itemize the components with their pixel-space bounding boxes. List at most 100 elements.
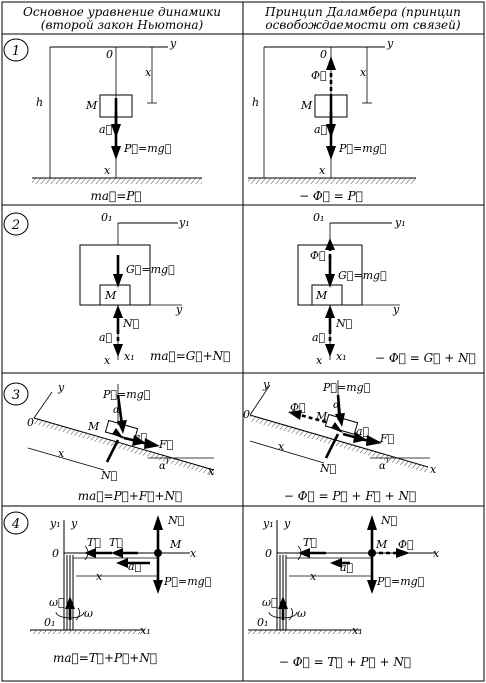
r2r-equation: − Φ⃗ = G⃗ + N⃗: [375, 351, 476, 365]
r2l-label-origin: 0₁: [101, 211, 112, 224]
r1l-label-x-distance: x: [145, 66, 152, 79]
row-number-3: 3: [12, 388, 20, 403]
r2r-label-M: M: [315, 289, 328, 302]
r2l-label-x: x: [104, 354, 111, 367]
row-number-circle-3: [3, 382, 29, 406]
diagram-3-left: [27, 384, 215, 476]
r4l-label-N: N⃗: [167, 514, 184, 527]
r3l-label-a: a⃗: [134, 431, 147, 444]
row-number-1: 1: [12, 44, 20, 59]
r4r-label-Phi: Φ⃗: [398, 538, 414, 551]
r4r-label-y1: y₁: [262, 517, 274, 530]
r3l-label-F: F⃗: [158, 438, 173, 451]
r3r-label-M: M: [315, 410, 328, 423]
row-number-circle-1: [3, 38, 29, 62]
r1l-label-y: y: [169, 37, 177, 50]
r4r-label-x1: x₁: [352, 624, 363, 637]
diagram-2-right: [297, 222, 400, 360]
r2r-label-a: a⃗: [312, 331, 325, 344]
r3l-label-alpha: α: [113, 405, 120, 416]
r3r-label-Phi: Φ⃗: [290, 401, 306, 414]
r4l-label-omega-vec: ω⃗: [49, 596, 65, 609]
r3r-label-x-axis: x: [430, 463, 437, 476]
header-right-line1: Принцип Даламбера (принцип: [264, 5, 461, 19]
r4r-label-T: T⃗: [303, 536, 317, 549]
r4r-label-x-distance: x: [310, 570, 317, 583]
r2l-label-x1: x₁: [124, 350, 135, 363]
r1r-label-M: M: [300, 99, 313, 112]
r2l-label-M: M: [104, 289, 117, 302]
r4l-label-origin: 0: [52, 547, 59, 560]
r1r-label-x-distance: x: [360, 66, 367, 79]
r4r-label-y: y: [283, 517, 291, 530]
r4l-label-a: a⃗: [128, 560, 141, 573]
r3l-equation: ma⃗=P⃗+F⃗+N⃗: [78, 489, 182, 503]
r3r-label-y: y: [262, 378, 270, 391]
r3r-label-x-distance: x: [278, 440, 285, 453]
r2l-label-N: N⃗: [122, 317, 139, 330]
r1l-label-a: a⃗: [99, 123, 112, 136]
r4l-label-x-distance: x: [96, 570, 103, 583]
row-number-circle-4: [3, 511, 29, 535]
r4l-label-y: y: [70, 517, 78, 530]
r3r-label-N: N⃗: [319, 462, 336, 475]
r3r-label-a: a⃗: [356, 425, 369, 438]
r4r-label-P: P⃗=mg⃗: [376, 575, 424, 588]
r2r-label-origin: 0₁: [313, 211, 324, 224]
r4r-label-O1: 0₁: [257, 616, 268, 629]
r4r-label-omega-vec: ω⃗: [262, 596, 278, 609]
r3r-label-origin: 0: [243, 408, 250, 421]
r3l-label-P: P⃗=mg⃗: [102, 388, 150, 401]
r3l-label-N: N⃗: [100, 469, 117, 482]
r1l-label-P: P⃗=mg⃗: [123, 142, 171, 155]
r1l-label-x-axis: x: [104, 164, 111, 177]
diagram-3-right: [249, 380, 430, 473]
row-number-circle-2: [3, 212, 29, 236]
r1r-equation: − Φ⃗ = P⃗: [299, 189, 363, 203]
r3r-label-F: F⃗: [379, 432, 394, 445]
r4l-equation: ma⃗=T⃗+P⃗+N⃗: [53, 651, 157, 665]
r2r-label-G: G⃗=mg⃗: [338, 269, 387, 282]
diagram-2-left: [79, 222, 182, 360]
r4r-label-x-axis: x: [433, 547, 440, 560]
r3l-label-M: M: [87, 420, 100, 433]
r1r-label-origin: 0: [320, 48, 327, 61]
r3r-label-P: P⃗=mg⃗: [322, 381, 370, 394]
r2l-label-y: y: [175, 303, 183, 316]
r2l-label-G: G⃗=mg⃗: [126, 263, 175, 276]
r1r-label-h: h: [252, 96, 259, 109]
r1l-equation: ma⃗=P⃗: [90, 189, 141, 203]
r4l-label-x-axis: x: [190, 547, 197, 560]
r3l-label-alpha-angle: α: [159, 461, 166, 472]
r2r-label-Phi: Φ⃗: [310, 249, 326, 262]
r1r-label-P: P⃗=mg⃗: [338, 142, 386, 155]
r3l-label-origin: 0: [27, 416, 34, 429]
r3l-label-x-axis: x: [208, 465, 215, 478]
r3l-label-y: y: [57, 381, 65, 394]
r1l-label-h: h: [36, 96, 43, 109]
r3r-label-alpha: α: [333, 400, 340, 411]
r3l-label-x-distance: x: [58, 447, 65, 460]
r4l-label-M: M: [169, 538, 182, 551]
r4l-label-x1: x₁: [140, 624, 151, 637]
r1r-label-x-axis: x: [319, 164, 326, 177]
r4r-label-a: a⃗: [340, 561, 353, 574]
diagram-1-left: [32, 46, 202, 184]
r1r-label-y: y: [386, 37, 394, 50]
header-left-line2: (второй закон Ньютона): [41, 18, 204, 32]
r4l-label-y1: y₁: [49, 517, 61, 530]
r4l-label-O1: 0₁: [44, 616, 55, 629]
diagram-1-right: [248, 46, 416, 184]
r4r-label-M: M: [375, 538, 388, 551]
r2r-label-y: y: [392, 303, 400, 316]
r4r-label-origin: 0: [265, 547, 272, 560]
r3r-equation: − Φ⃗ = P⃗ + F⃗ + N⃗: [284, 489, 416, 503]
r4l-label-T2: T⃗: [109, 536, 123, 549]
r3r-label-alpha-angle: α: [379, 461, 386, 472]
r2l-equation: ma⃗=G⃗+N⃗: [150, 349, 230, 363]
row-number-2: 2: [11, 218, 20, 233]
r1r-label-Phi: Φ⃗: [311, 69, 327, 82]
row-number-4: 4: [11, 517, 20, 532]
